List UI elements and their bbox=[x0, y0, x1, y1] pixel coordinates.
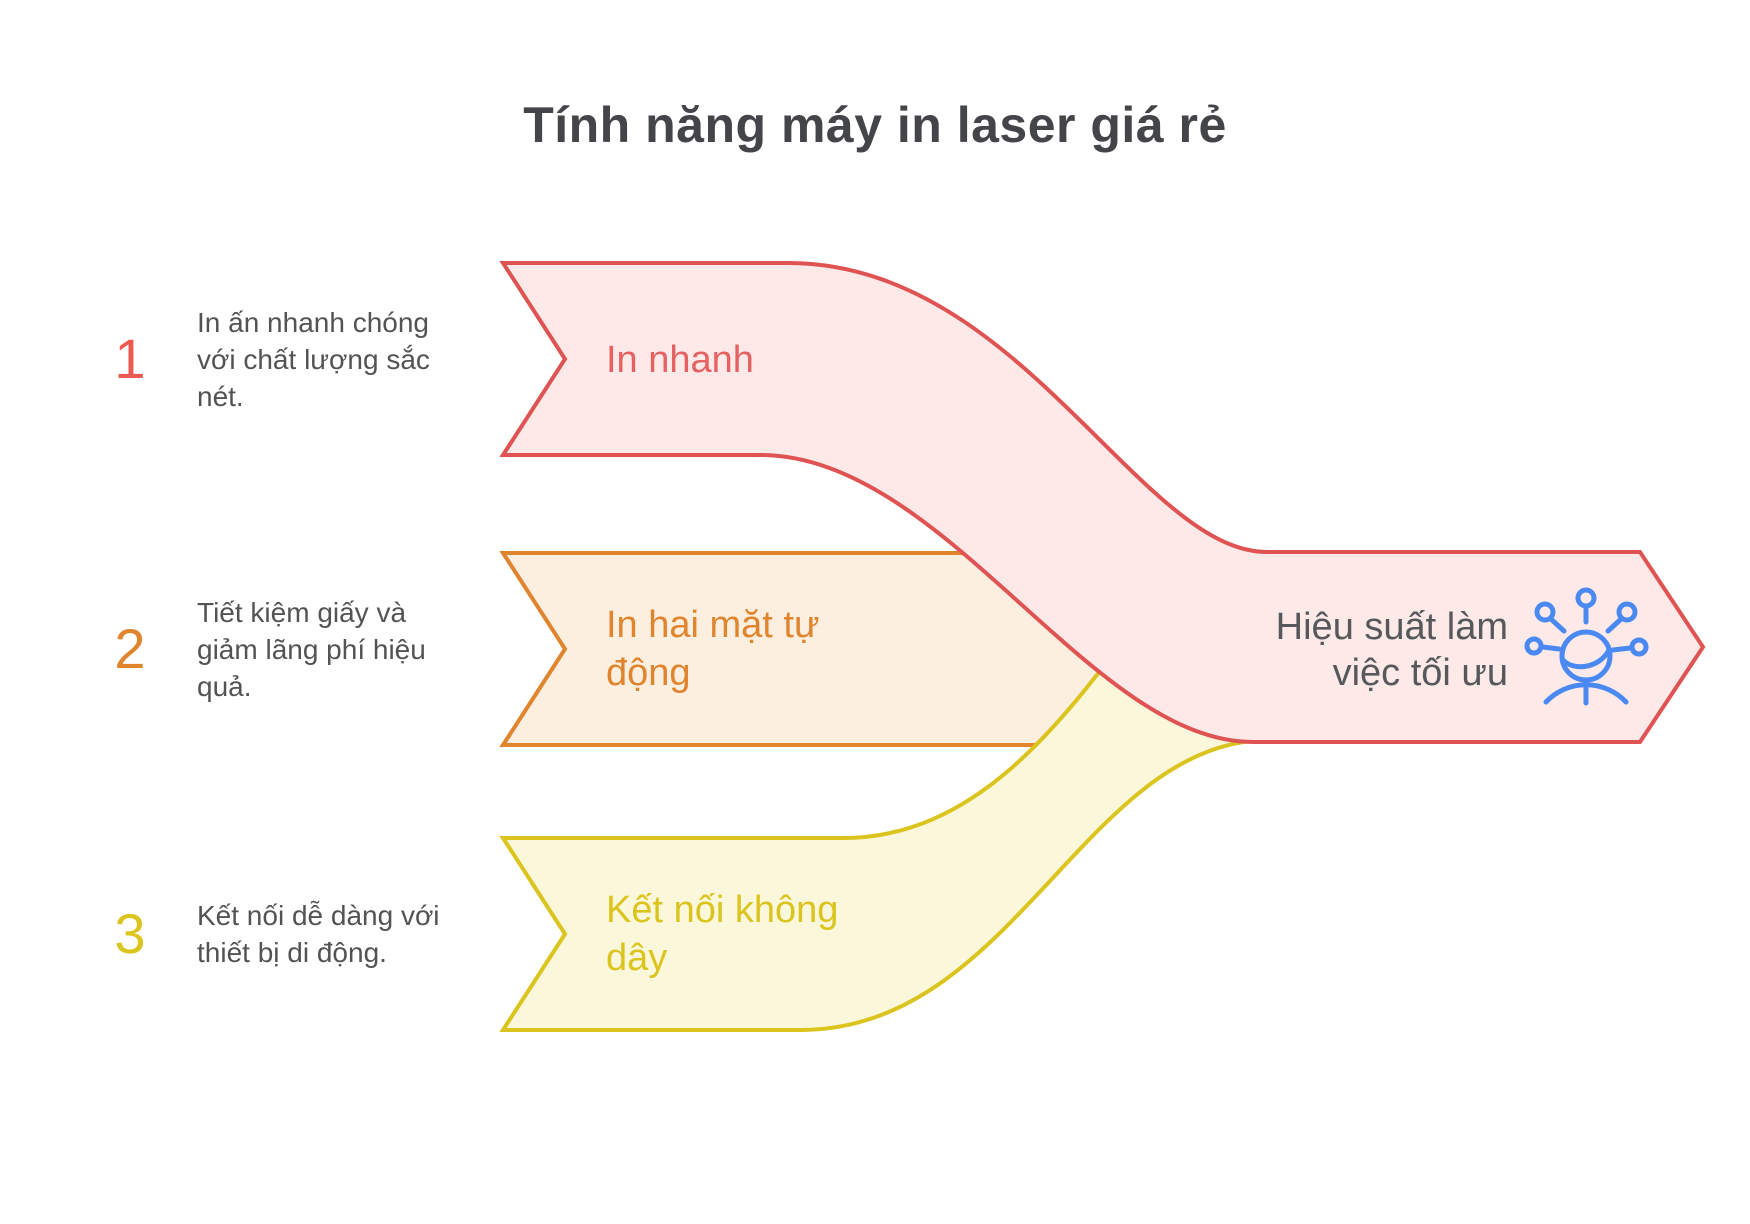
page-title: Tính năng máy in laser giá rẻ bbox=[523, 97, 1227, 153]
icon-spoke-left bbox=[1540, 644, 1562, 652]
icon-dot-top bbox=[1575, 587, 1597, 609]
step-1-description: In ấn nhanh chóng với chất lượng sắc nét… bbox=[197, 307, 430, 412]
icon-dot-upper-left bbox=[1534, 601, 1556, 623]
step-3-number: 3 bbox=[114, 902, 146, 965]
step-1-number: 1 bbox=[114, 327, 146, 390]
result-label: Hiệu suất làm việc tối ưu bbox=[1275, 606, 1508, 694]
step-1-banner-label: In nhanh bbox=[606, 339, 754, 381]
step-2-description: Tiết kiệm giấy và giảm lãng phí hiệu quả… bbox=[197, 597, 426, 702]
icon-spoke-upper-left bbox=[1549, 617, 1567, 634]
icon-spoke-upper-right bbox=[1605, 617, 1623, 634]
icon-dot-left bbox=[1524, 636, 1544, 656]
step-2-banner-label: In hai mặt tự động bbox=[606, 604, 820, 694]
icon-spoke-right bbox=[1610, 645, 1633, 653]
step-3-banner-label: Kết nối không dây bbox=[606, 889, 839, 979]
icon-dot-right bbox=[1629, 637, 1649, 657]
icon-dot-upper-right bbox=[1616, 601, 1638, 623]
ribbon-fast-red-merged-arrow bbox=[499, 261, 1706, 744]
icon-face-curve bbox=[1560, 647, 1612, 670]
person-ideas-icon bbox=[1524, 587, 1649, 706]
icon-shoulders bbox=[1543, 682, 1629, 705]
step-3-description: Kết nối dễ dàng với thiết bị di động. bbox=[197, 900, 440, 968]
step-2-number: 2 bbox=[114, 617, 146, 680]
